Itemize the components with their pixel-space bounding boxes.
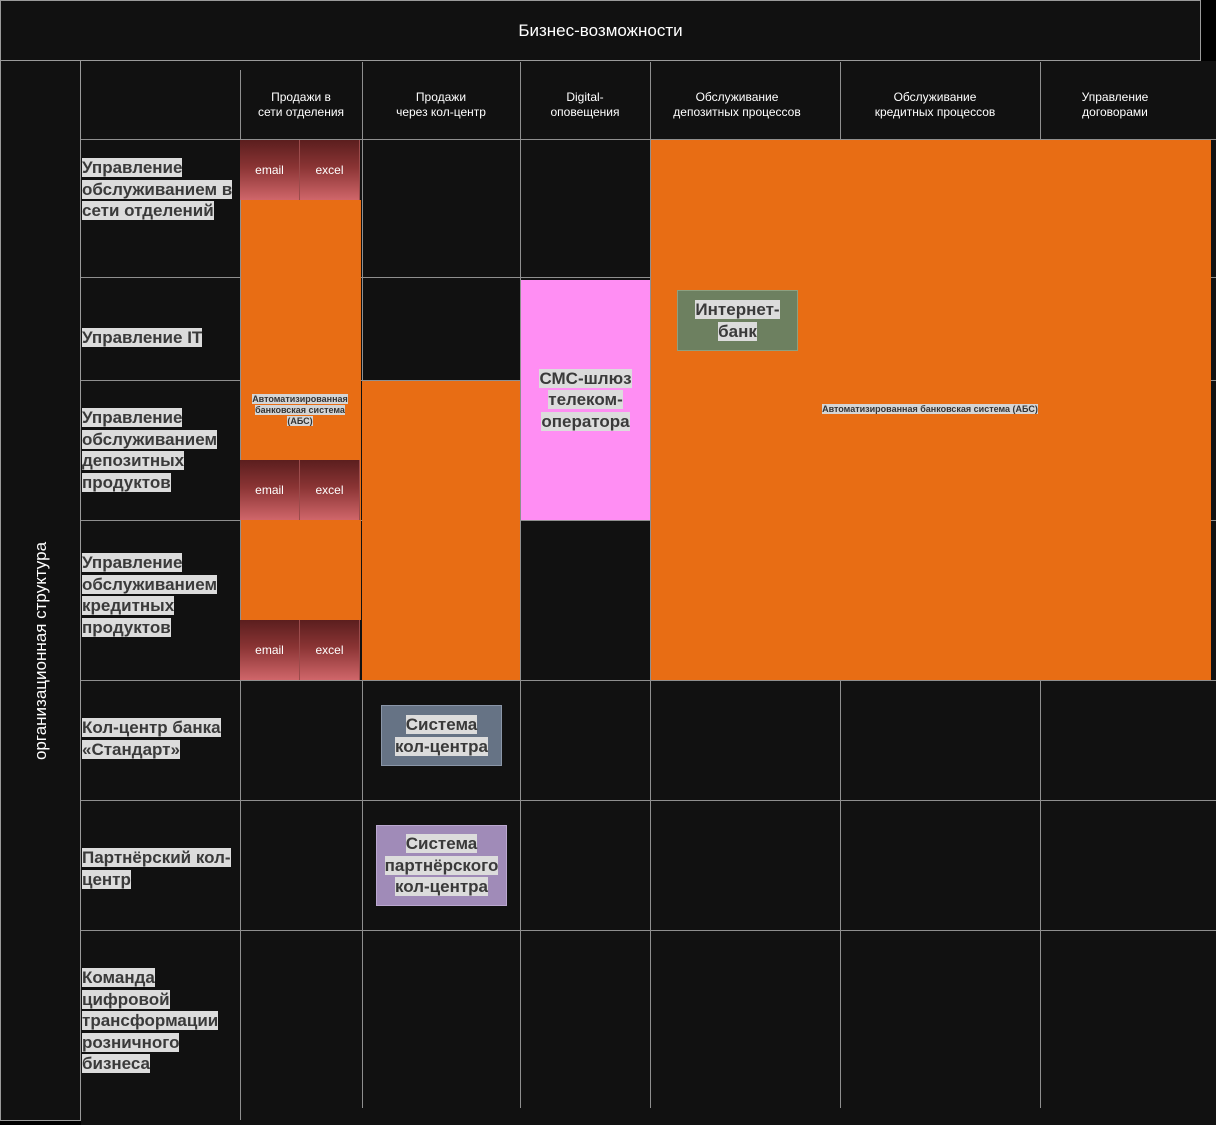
excel-tile: excel bbox=[300, 620, 360, 680]
sms-gateway-label: СМС-шлюз телеком-оператора bbox=[539, 368, 632, 431]
column-header: Продажи через кол-центр bbox=[396, 90, 486, 119]
email-tile: email bbox=[240, 140, 300, 200]
partner-callcenter-label: Система партнёрского кол-центра bbox=[384, 834, 499, 897]
row-label: Управление IT bbox=[82, 328, 203, 347]
side-label: организационная структура bbox=[31, 541, 50, 761]
excel-tile: excel bbox=[300, 140, 360, 200]
row-label: Управление обслуживанием депозитных прод… bbox=[82, 408, 218, 492]
row-label: Партнёрский кол-центр bbox=[82, 848, 231, 889]
row-label: Управление обслуживанием в сети отделени… bbox=[82, 158, 233, 220]
column-header: Обслуживание кредитных процессов bbox=[874, 90, 996, 119]
email-tile: email bbox=[240, 620, 300, 680]
column-header: Digital- оповещения bbox=[550, 90, 620, 119]
sms-gateway-block: СМС-шлюз телеком-оператора bbox=[521, 280, 650, 520]
email-tile: email bbox=[240, 460, 300, 520]
internet-bank-block: Интернет-банк bbox=[677, 290, 798, 351]
callcenter-system-block: Система кол-центра bbox=[381, 705, 502, 766]
grid-hline bbox=[81, 930, 1216, 931]
excel-tile: excel bbox=[300, 460, 360, 520]
abs-block-callcenter bbox=[362, 381, 520, 680]
grid-hline bbox=[81, 520, 1216, 521]
row-label: Управление обслуживанием кредитных проду… bbox=[82, 553, 218, 637]
grid-hline bbox=[81, 680, 1216, 681]
abs-large-label: Автоматизированная банковская система (А… bbox=[822, 404, 1038, 414]
grid-hline bbox=[81, 277, 1216, 278]
grid-vline bbox=[240, 70, 241, 1120]
side-bar: организационная структура bbox=[0, 60, 81, 1121]
header-bar: Бизнес-возможности bbox=[0, 0, 1201, 61]
row-label: Кол-центр банка «Стандарт» bbox=[82, 718, 221, 759]
grid-hline bbox=[81, 800, 1216, 801]
grid-vline bbox=[520, 62, 521, 1108]
partner-callcenter-block: Система партнёрского кол-центра bbox=[376, 825, 507, 906]
column-header: Обслуживание депозитных процессов bbox=[673, 90, 801, 119]
abs-small-label: Автоматизированная банковская система (А… bbox=[252, 394, 348, 426]
column-header: Продажи в сети отделения bbox=[257, 90, 345, 119]
header-title: Бизнес-возможности bbox=[518, 20, 683, 40]
grid-vline bbox=[650, 62, 651, 1108]
column-header: Управление договорами bbox=[1081, 90, 1149, 119]
row-label: Команда цифровой трансформации розничног… bbox=[82, 968, 219, 1073]
grid-hline bbox=[81, 139, 1216, 140]
internet-bank-label: Интернет-банк bbox=[695, 300, 780, 341]
callcenter-system-label: Система кол-центра bbox=[394, 715, 489, 756]
